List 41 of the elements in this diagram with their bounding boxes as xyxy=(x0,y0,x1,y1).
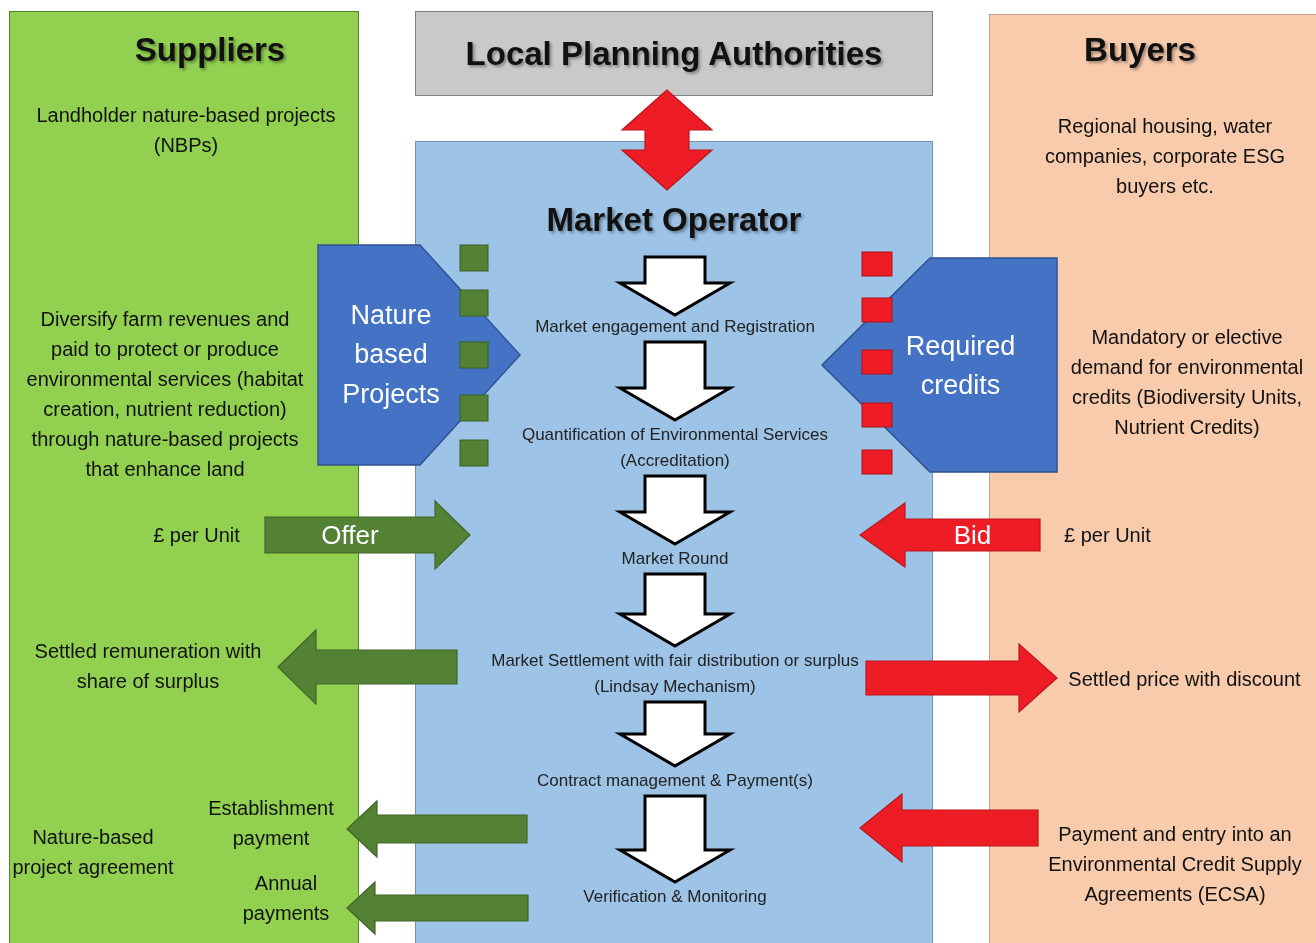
block-arrow xyxy=(858,501,1041,569)
price-label: £ per Unit xyxy=(128,518,265,552)
note-text: Settled price with discount xyxy=(1057,645,1312,712)
block-arrow xyxy=(614,700,736,768)
edge-label: Offer xyxy=(321,519,379,551)
payment-label: Annual payments xyxy=(225,866,347,930)
tag-label: Required credits xyxy=(904,329,1017,402)
block-arrow xyxy=(346,880,529,936)
price-label: £ per Unit xyxy=(1040,518,1170,552)
block-arrow xyxy=(620,89,714,191)
block-arrow xyxy=(859,792,1039,864)
block-arrow xyxy=(346,799,528,859)
note-text: Settled remuneration with share of surplus xyxy=(18,630,278,702)
block-arrow xyxy=(614,474,736,546)
body-text: Mandatory or elective demand for environmental credits (Biodiversity Units, Nutrient Credits) xyxy=(1069,325,1305,440)
note-text: Payment and entry into an Environmental Credit Supply Agreements (ECSA) xyxy=(1038,798,1312,930)
block-arrow xyxy=(614,572,736,648)
header-box xyxy=(416,12,932,95)
block-arrow xyxy=(614,794,736,884)
body-text: Landholder nature-based projects (NBPs) xyxy=(36,103,336,158)
block-arrow xyxy=(277,628,458,706)
body-text: Diversify farm revenues and paid to protect or produce environmental services (habitat creation, nutrient reduction) through nature-based projects that enhance land xyxy=(25,307,305,482)
step-label: Verification & Monitoring xyxy=(490,884,860,910)
tag-label: Nature based Projects xyxy=(341,299,441,411)
payment-label: Establishment payment xyxy=(195,790,347,856)
panel-title: Local Planning Authorities xyxy=(464,33,884,74)
edge-label: Bid xyxy=(953,519,992,551)
body-text: Nature-based project agreement xyxy=(12,825,174,880)
panel-title: Suppliers xyxy=(133,30,287,71)
block-arrow xyxy=(614,255,736,317)
step-label: Quantification of Environmental Services (Accreditation) xyxy=(490,422,860,474)
step-label: Market engagement and Registration xyxy=(490,314,860,340)
step-label: Market Round xyxy=(490,546,860,572)
panel-title: Buyers xyxy=(1083,30,1197,71)
step-label: Contract management & Payment(s) xyxy=(490,768,860,794)
block-arrow xyxy=(865,642,1058,714)
panel-title: Market Operator xyxy=(545,200,803,241)
body-text: Regional housing, water companies, corporate ESG buyers etc. xyxy=(1043,113,1287,199)
block-arrow xyxy=(614,340,736,422)
step-label: Market Settlement with fair distribution or surplus (Lindsay Mechanism) xyxy=(490,648,860,700)
block-arrow xyxy=(264,499,471,571)
